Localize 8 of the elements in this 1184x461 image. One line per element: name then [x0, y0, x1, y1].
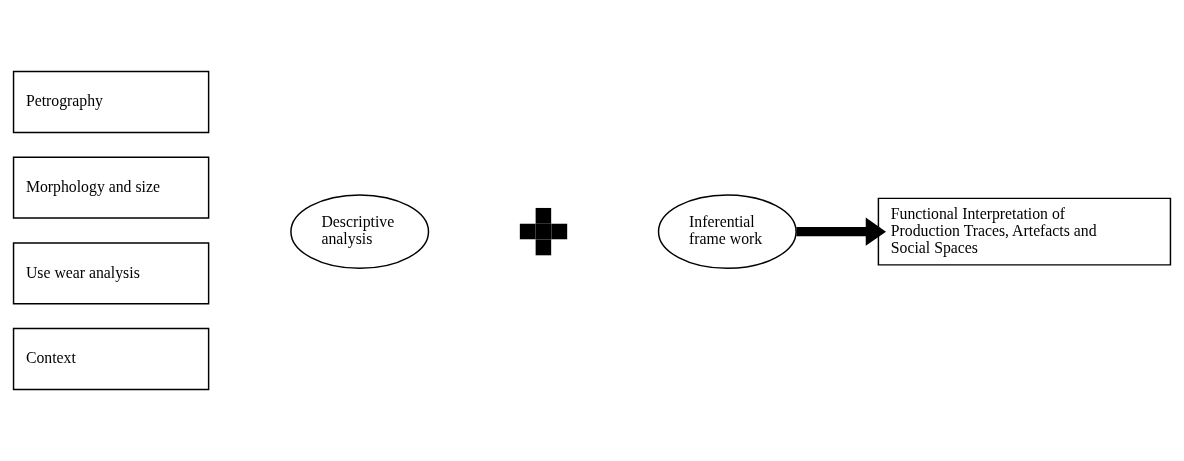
- node-ellipse: Inferential frame work: [657, 194, 797, 269]
- node-box: Context: [12, 327, 210, 391]
- arrow: [796, 217, 886, 246]
- node-ellipse: Descriptive analysis: [290, 194, 430, 269]
- node-box: Morphology and size: [12, 156, 210, 219]
- node-box: Petrography: [12, 70, 210, 134]
- node-box: Functional Interpretation of Production Traces, Artefacts and Social Spaces: [877, 197, 1172, 266]
- node-box: Use wear analysis: [12, 242, 210, 305]
